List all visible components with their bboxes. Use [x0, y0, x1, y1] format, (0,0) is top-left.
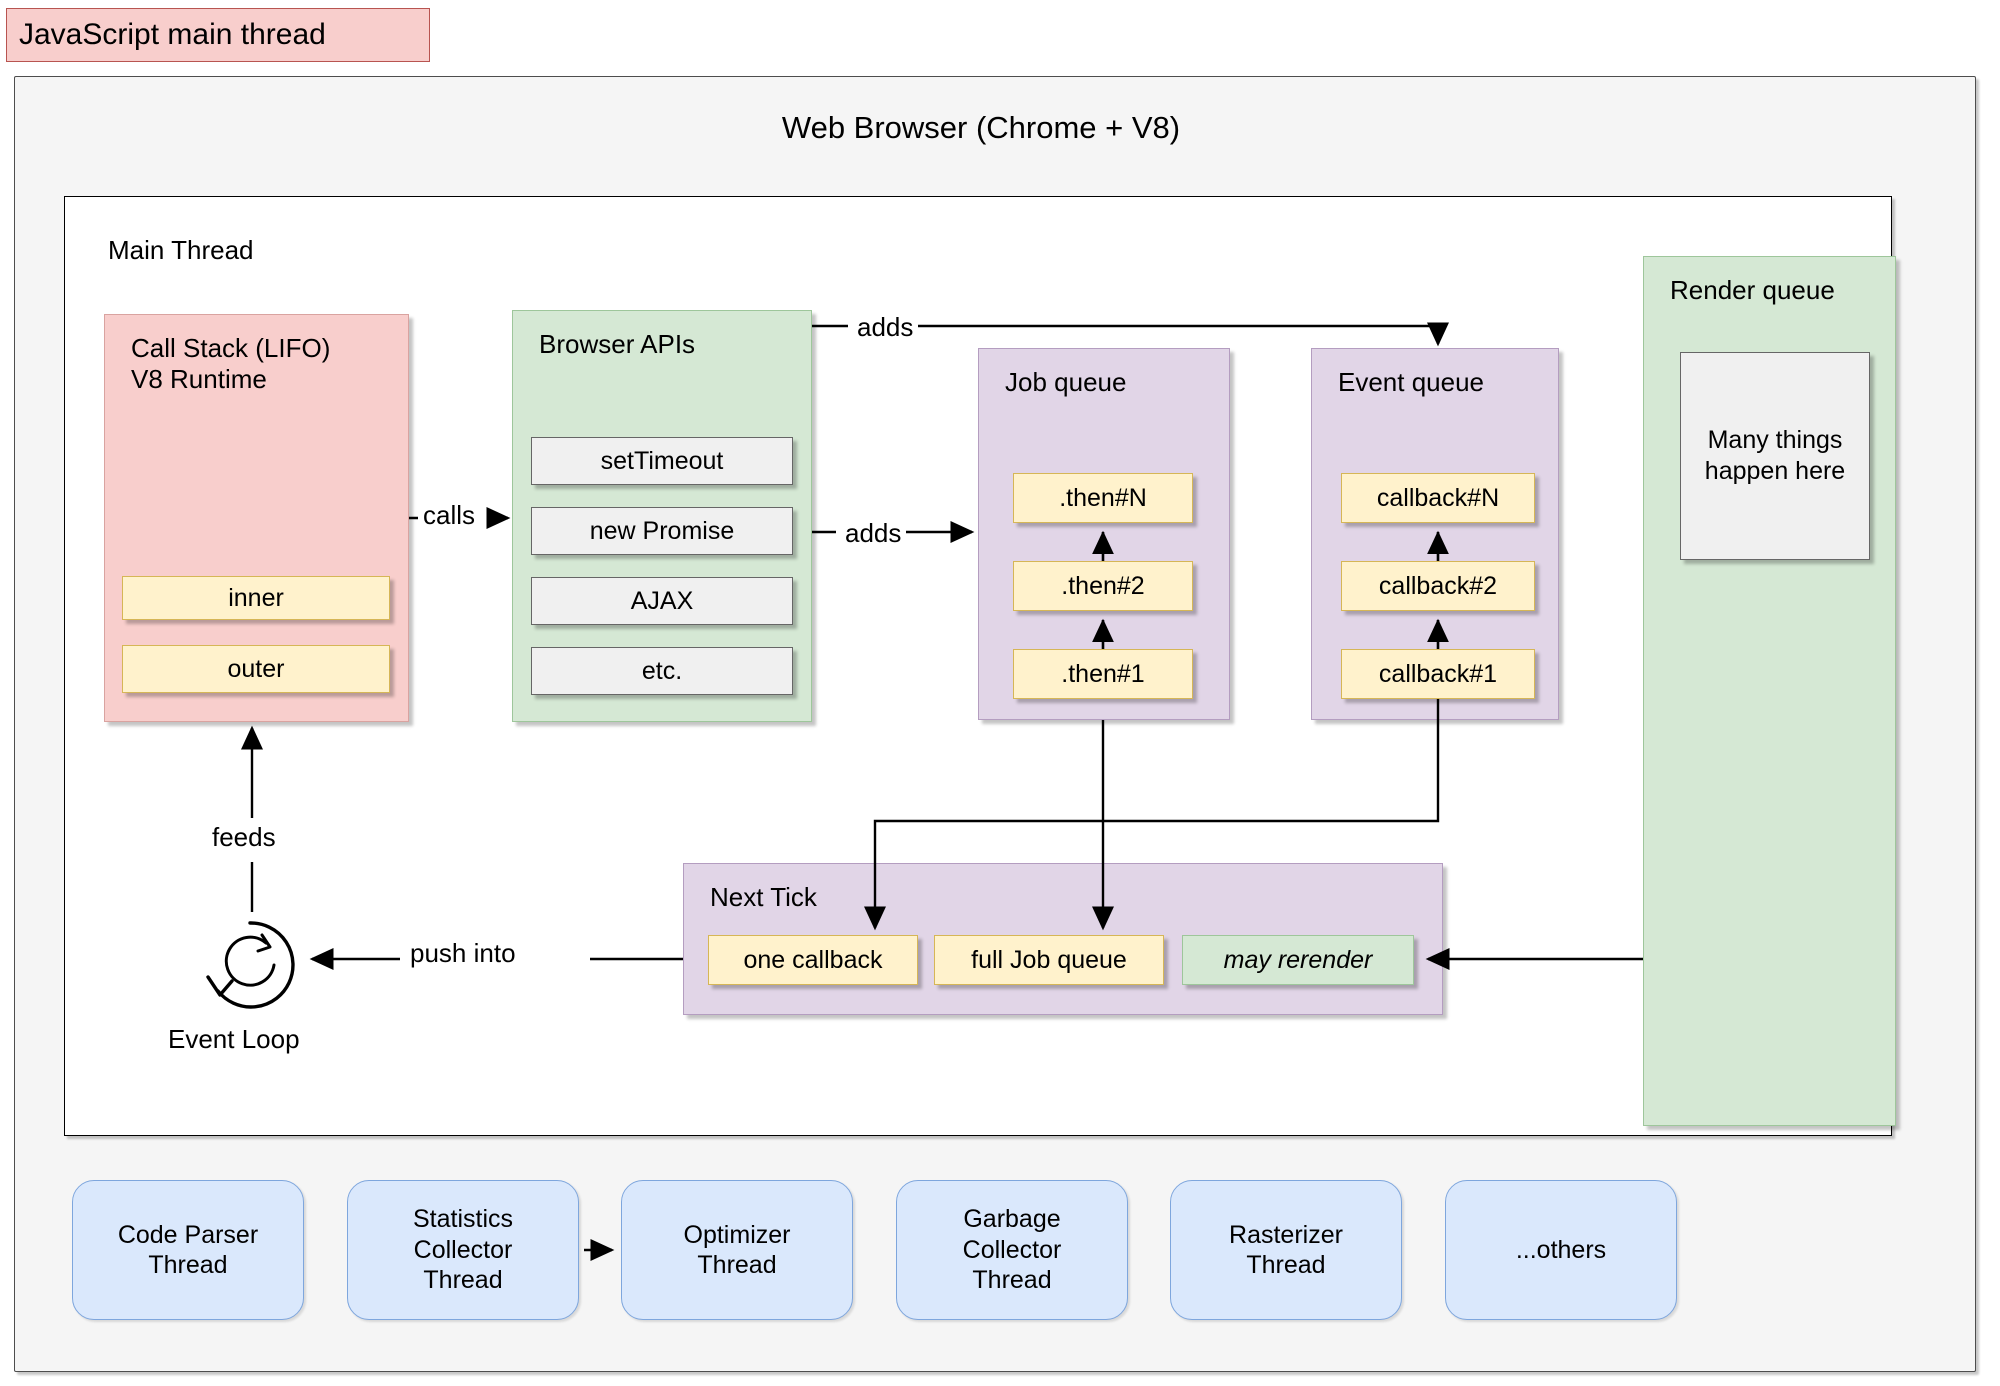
- javascript-main-thread-text: JavaScript main thread: [19, 18, 326, 51]
- edge-label-feeds: feeds: [208, 822, 280, 853]
- worker-thread-rasterizer: Rasterizer Thread: [1170, 1180, 1402, 1320]
- web-browser-title: Web Browser (Chrome + V8): [781, 110, 1181, 145]
- javascript-main-thread-label: JavaScript main thread: [6, 8, 430, 62]
- edge-label-calls: calls: [418, 500, 481, 531]
- render-queue-title: Render queue: [1670, 275, 1835, 305]
- next-tick-item-may-rerender: may rerender: [1182, 935, 1414, 985]
- next-tick-title: Next Tick: [710, 882, 817, 912]
- event-loop-circular-arrow-icon: [200, 915, 300, 1015]
- browser-api-settimeout: setTimeout: [531, 437, 793, 485]
- event-queue-item-callback-2: callback#2: [1341, 561, 1535, 611]
- worker-thread-others: ...others: [1445, 1180, 1677, 1320]
- job-queue-item-then-2: .then#2: [1013, 561, 1193, 611]
- render-queue-note: Many things happen here: [1680, 352, 1870, 560]
- edge-label-adds-mid: adds: [840, 518, 907, 549]
- worker-thread-garbage-collector: Garbage Collector Thread: [896, 1180, 1128, 1320]
- browser-api-new-promise: new Promise: [531, 507, 793, 555]
- edge-label-adds-top: adds: [852, 312, 919, 343]
- worker-thread-optimizer: Optimizer Thread: [621, 1180, 853, 1320]
- job-queue-item-then-1: .then#1: [1013, 649, 1193, 699]
- call-stack-frame-inner: inner: [122, 576, 390, 620]
- browser-api-etc: etc.: [531, 647, 793, 695]
- event-loop-label: Event Loop: [168, 1024, 300, 1054]
- job-queue-item-then-n: .then#N: [1013, 473, 1193, 523]
- browser-apis-title: Browser APIs: [539, 329, 696, 359]
- call-stack-frame-outer: outer: [122, 645, 390, 693]
- event-queue-item-callback-n: callback#N: [1341, 473, 1535, 523]
- edge-label-push-into: push into: [405, 938, 521, 969]
- main-thread-title: Main Thread: [108, 235, 254, 265]
- job-queue-title: Job queue: [1005, 367, 1127, 397]
- event-queue-title: Event queue: [1338, 367, 1485, 397]
- browser-api-ajax: AJAX: [531, 577, 793, 625]
- event-queue-item-callback-1: callback#1: [1341, 649, 1535, 699]
- call-stack-title: Call Stack (LIFO) V8 Runtime: [131, 333, 331, 394]
- next-tick-item-one-callback: one callback: [708, 935, 918, 985]
- next-tick-item-full-job-queue: full Job queue: [934, 935, 1164, 985]
- worker-thread-code-parser: Code Parser Thread: [72, 1180, 304, 1320]
- worker-thread-statistics-collector: Statistics Collector Thread: [347, 1180, 579, 1320]
